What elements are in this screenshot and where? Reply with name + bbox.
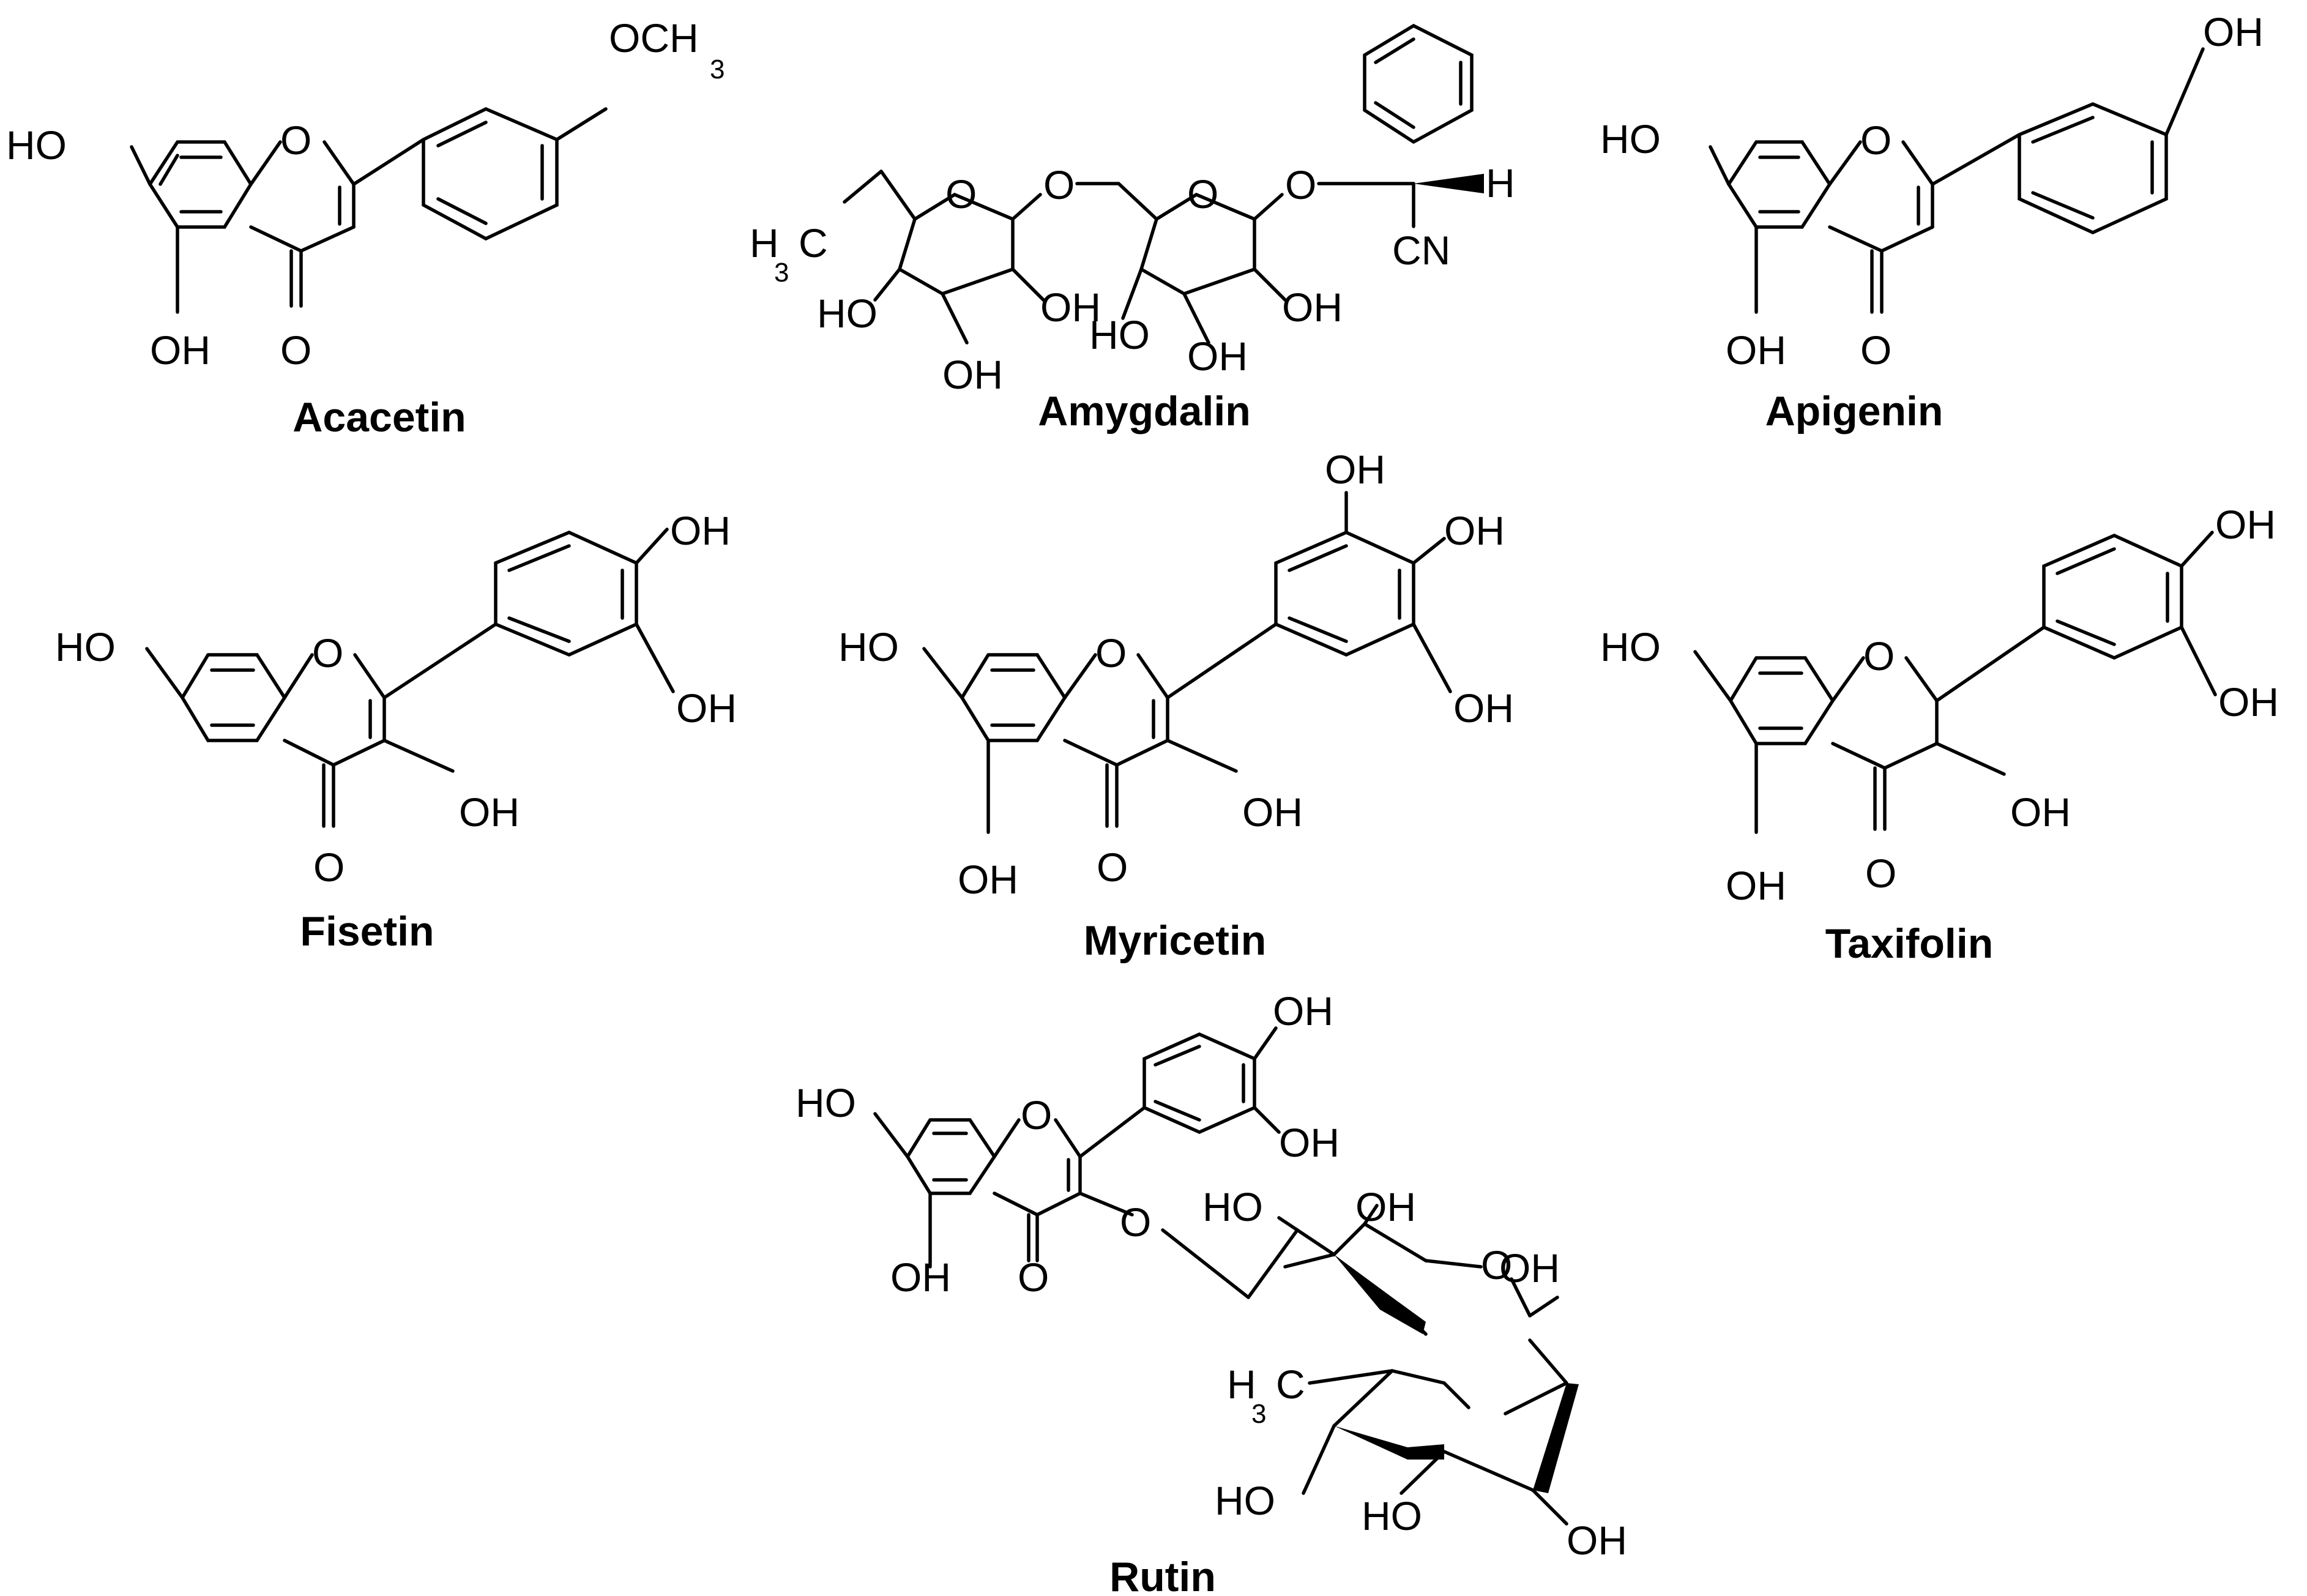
- rutin-label: HO: [1215, 1478, 1275, 1523]
- apigenin-label: OH: [1726, 327, 1786, 373]
- taxifolin-label: O: [1865, 851, 1896, 896]
- rutin-label: OH: [1279, 1120, 1340, 1165]
- rutin-label: HO: [796, 1080, 856, 1125]
- acacetin-label: O: [280, 327, 311, 373]
- fisetin-label: O: [313, 845, 345, 890]
- rutin-label: 3: [1251, 1399, 1266, 1429]
- myricetin-structure: OH OH HO O OH OH OH O Myricetin: [838, 447, 1514, 964]
- myricetin-label: O: [1095, 630, 1127, 676]
- myricetin-label: OH: [1325, 447, 1385, 492]
- apigenin-label: O: [1860, 327, 1891, 373]
- amygdalin-label: O: [945, 171, 977, 217]
- amygdalin-label: H: [1486, 160, 1515, 206]
- taxifolin-structure: OH HO O OH OH OH O Taxifolin: [1600, 502, 2279, 967]
- fisetin-structure: OH HO O OH OH O Fisetin: [55, 508, 737, 955]
- compound-name: Apigenin: [1765, 388, 1944, 434]
- acacetin-label: O: [280, 117, 311, 163]
- acacetin-label: 3: [710, 54, 725, 84]
- fisetin-label: O: [312, 630, 343, 676]
- rutin-label: OH: [1499, 1245, 1560, 1291]
- taxifolin-label: OH: [2010, 789, 2071, 835]
- rutin-label: HO: [1202, 1184, 1263, 1229]
- amygdalin-label: CN: [1392, 228, 1450, 273]
- amygdalin-label: H: [750, 220, 779, 266]
- amygdalin-label: OH: [1187, 334, 1248, 379]
- amygdalin-label: HO: [817, 291, 878, 336]
- rutin-label: O: [1481, 1242, 1512, 1288]
- compound-name: Taxifolin: [1825, 920, 1994, 967]
- acacetin-structure: HO O OCH 3 OH O Acacetin: [6, 15, 725, 441]
- myricetin-label: OH: [958, 857, 1018, 902]
- amygdalin-structure: O O O O H CN H 3 C HO OH OH HO OH OH Amy…: [750, 23, 1515, 434]
- acacetin-label: OCH: [609, 15, 699, 61]
- rutin-label: O: [1120, 1199, 1151, 1245]
- rutin-label: H: [1227, 1362, 1256, 1407]
- fisetin-label: OH: [459, 789, 520, 835]
- amygdalin-label: 3: [774, 258, 789, 288]
- apigenin-label: HO: [1600, 116, 1661, 162]
- compound-name: Myricetin: [1084, 917, 1267, 964]
- compound-name: Rutin: [1109, 1554, 1216, 1596]
- myricetin-label: OH: [1242, 789, 1303, 835]
- amygdalin-label: C: [799, 220, 828, 266]
- fisetin-label: OH: [670, 508, 731, 553]
- rutin-label: C: [1276, 1362, 1305, 1407]
- myricetin-label: O: [1097, 845, 1128, 890]
- rutin-label: OH: [1273, 988, 1333, 1034]
- myricetin-label: OH: [1444, 508, 1505, 553]
- apigenin-label: OH: [2203, 9, 2264, 54]
- rutin-label: OH: [1355, 1184, 1416, 1229]
- taxifolin-label: OH: [1726, 863, 1786, 908]
- compound-name: Acacetin: [293, 394, 466, 441]
- taxifolin-label: OH: [2215, 502, 2276, 547]
- compound-name: Amygdalin: [1038, 388, 1251, 434]
- amygdalin-label: OH: [942, 352, 1003, 397]
- amygdalin-label: OH: [1040, 285, 1101, 330]
- myricetin-label: HO: [838, 624, 899, 669]
- taxifolin-label: OH: [2218, 679, 2279, 725]
- apigenin-structure: OH HO O OH O Apigenin: [1600, 9, 2264, 434]
- rutin-label: O: [1021, 1092, 1052, 1138]
- acacetin-label: OH: [150, 327, 211, 373]
- rutin-label: OH: [890, 1255, 951, 1300]
- amygdalin-label: HO: [1089, 312, 1150, 357]
- taxifolin-label: HO: [1600, 624, 1661, 669]
- fisetin-label: OH: [676, 685, 737, 731]
- amygdalin-label: OH: [1282, 285, 1343, 330]
- rutin-label: OH: [1567, 1518, 1627, 1563]
- amygdalin-label: O: [1285, 162, 1316, 207]
- compound-name: Fisetin: [300, 908, 434, 955]
- fisetin-label: HO: [55, 624, 116, 669]
- myricetin-label: OH: [1453, 685, 1514, 731]
- amygdalin-label: O: [1187, 171, 1218, 217]
- amygdalin-label: O: [1043, 162, 1075, 207]
- taxifolin-label: O: [1863, 633, 1895, 679]
- rutin-structure: OH HO O OH O HO OH OH OH O H 3 C O HO HO…: [796, 988, 1627, 1596]
- rutin-label: O: [1018, 1255, 1049, 1300]
- acacetin-label: HO: [6, 122, 67, 168]
- apigenin-label: O: [1860, 117, 1891, 163]
- rutin-label: HO: [1362, 1493, 1422, 1538]
